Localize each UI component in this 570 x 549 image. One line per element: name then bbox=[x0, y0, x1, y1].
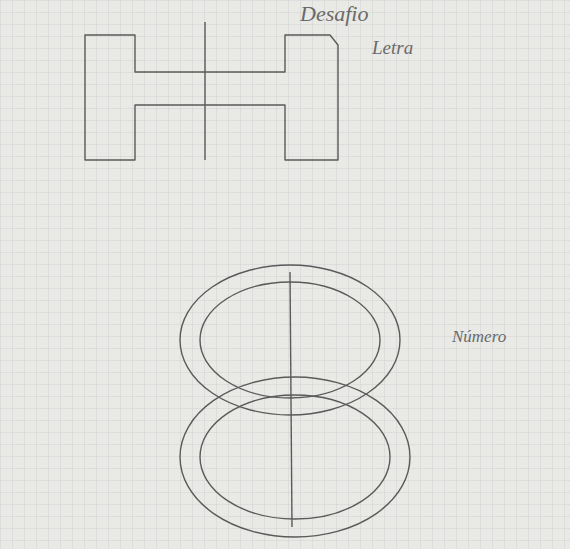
symmetry-axis bbox=[204, 22, 205, 160]
handwritten-label: Letra bbox=[372, 38, 413, 59]
eight-bottom-inner bbox=[200, 395, 390, 519]
handwritten-label: Número bbox=[452, 328, 506, 347]
letter-h-shape bbox=[85, 35, 338, 160]
eight-bottom-outer bbox=[180, 377, 410, 537]
handwritten-title: Desafio bbox=[300, 2, 368, 26]
symmetry-axis bbox=[290, 272, 292, 527]
